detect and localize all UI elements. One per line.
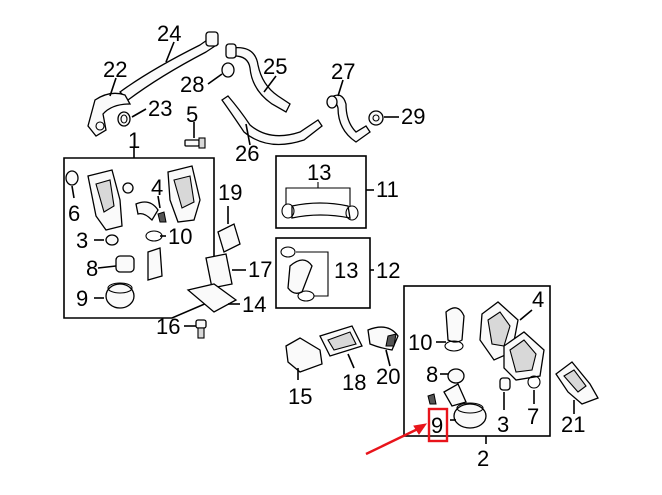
leader-18: [347, 353, 355, 369]
leader-25: [263, 75, 277, 93]
label-29: 29: [401, 104, 425, 129]
label-3a: 3: [76, 228, 88, 253]
part-21: [555, 361, 599, 405]
label-17: 17: [248, 257, 272, 282]
label-1: 1: [128, 128, 140, 153]
label-16: 16: [156, 314, 180, 339]
leader-8a: [97, 265, 117, 269]
leader-4a: [157, 195, 161, 209]
assembly-11-box: [275, 155, 367, 229]
part-27-hose: [326, 94, 371, 143]
highlight-arrow-line: [365, 424, 425, 456]
assembly-11-parts: [281, 202, 359, 221]
label-10b: 10: [408, 330, 432, 355]
label-15: 15: [288, 384, 312, 409]
label-11: 11: [376, 177, 399, 202]
label-21: 21: [561, 412, 585, 437]
leader-28: [207, 73, 223, 85]
part-22-bracket: [87, 92, 132, 137]
label-5: 5: [186, 102, 198, 127]
label-13b: 13: [334, 258, 358, 283]
label-9b: 9: [431, 413, 443, 438]
assembly-2-box: [403, 285, 551, 437]
label-22: 22: [103, 57, 127, 82]
label-10a: 10: [168, 224, 192, 249]
label-8b: 8: [426, 362, 438, 387]
part-28-clip: [221, 62, 235, 78]
leader-27: [337, 79, 344, 97]
part-23-clamp: [117, 111, 131, 127]
part-20: [367, 326, 399, 351]
label-28: 28: [180, 72, 204, 97]
leader-4b: [519, 309, 533, 321]
label-9a: 9: [76, 286, 88, 311]
leader-24: [165, 41, 175, 63]
label-4a: 4: [151, 175, 163, 200]
label-6: 6: [68, 201, 80, 226]
highlight-box-part-9: [427, 407, 449, 443]
leader-13b: [296, 251, 329, 297]
label-19: 19: [218, 180, 242, 205]
leader-6: [71, 185, 75, 199]
label-26: 26: [235, 141, 259, 166]
label-25: 25: [263, 54, 287, 79]
leader-26: [245, 123, 251, 146]
label-8a: 8: [86, 256, 98, 281]
label-14: 14: [242, 292, 266, 317]
part-5-bolt: [184, 137, 206, 149]
part-19: [217, 223, 241, 253]
part-14: [186, 283, 238, 313]
assembly-2-parts: [427, 301, 545, 429]
label-18: 18: [342, 370, 366, 395]
label-4b: 4: [532, 287, 544, 312]
leader-22: [109, 77, 117, 97]
label-20: 20: [376, 364, 400, 389]
label-7: 7: [527, 404, 539, 429]
part-24-hose: [119, 31, 220, 101]
assembly-1-box: [63, 157, 215, 319]
label-2: 2: [477, 446, 489, 471]
label-12: 12: [376, 258, 400, 283]
label-24: 24: [157, 21, 181, 46]
label-3b: 3: [497, 412, 509, 437]
label-13a: 13: [307, 160, 331, 185]
part-29-grommet: [368, 110, 384, 126]
leader-20: [385, 349, 391, 367]
assembly-12-parts: [280, 246, 315, 302]
part-17: [205, 253, 233, 289]
assembly-1-parts: [65, 165, 201, 309]
part-25-hose: [225, 43, 291, 113]
part-15: [285, 337, 323, 373]
part-18: [319, 325, 363, 357]
label-23: 23: [148, 96, 172, 121]
assembly-12-box: [275, 237, 371, 309]
label-27: 27: [331, 59, 355, 84]
highlight-arrow-head: [413, 423, 428, 435]
leader-23: [131, 108, 147, 118]
part-16-bolt: [195, 319, 207, 339]
